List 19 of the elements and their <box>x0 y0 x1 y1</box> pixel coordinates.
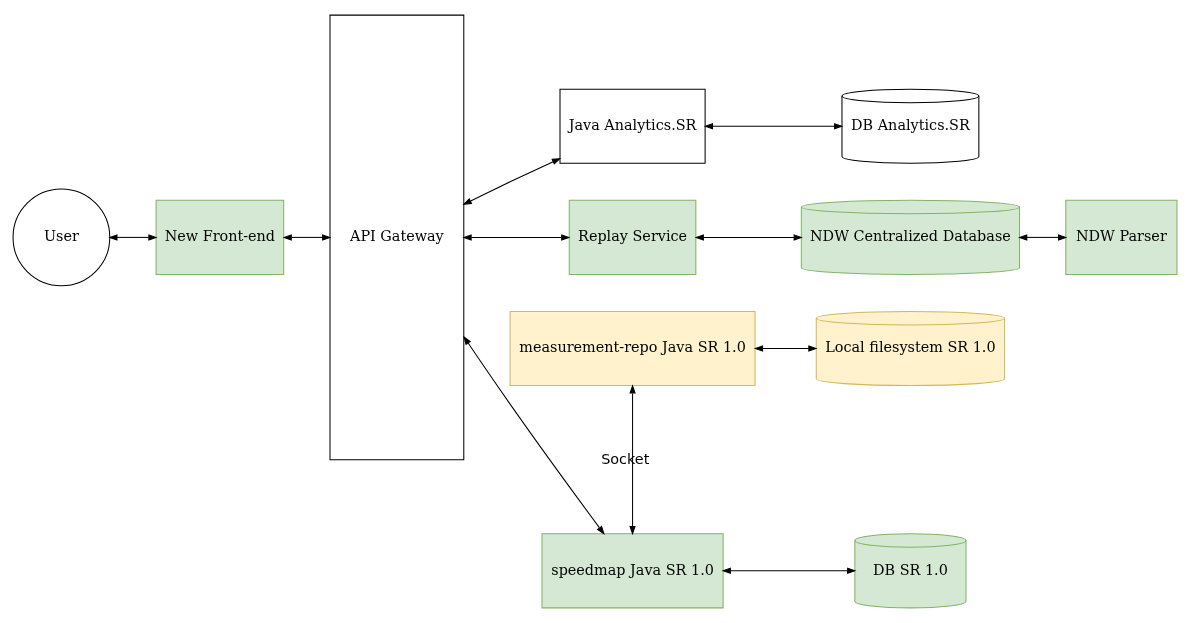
arrow <box>108 234 158 241</box>
arrow <box>462 234 571 241</box>
arrow <box>703 123 844 130</box>
arrow <box>1018 234 1068 241</box>
node-box: NDW Parser <box>1065 199 1178 275</box>
node-box: speedmap Java SR 1.0 <box>541 533 724 609</box>
arrow <box>282 234 332 241</box>
arrow <box>629 384 636 536</box>
arrow <box>462 158 562 205</box>
node-circle: User <box>12 188 111 287</box>
arrow <box>721 567 857 575</box>
node-box: Java Analytics.SR <box>559 88 706 164</box>
node-box: New Front-end <box>155 199 285 275</box>
node-box: measurement-repo Java SR 1.0 <box>509 311 756 387</box>
arrow <box>694 234 803 241</box>
arrow <box>753 345 818 352</box>
node-box: API Gateway <box>329 14 465 461</box>
node-box: Replay Service <box>568 199 697 275</box>
arrow <box>463 335 605 535</box>
